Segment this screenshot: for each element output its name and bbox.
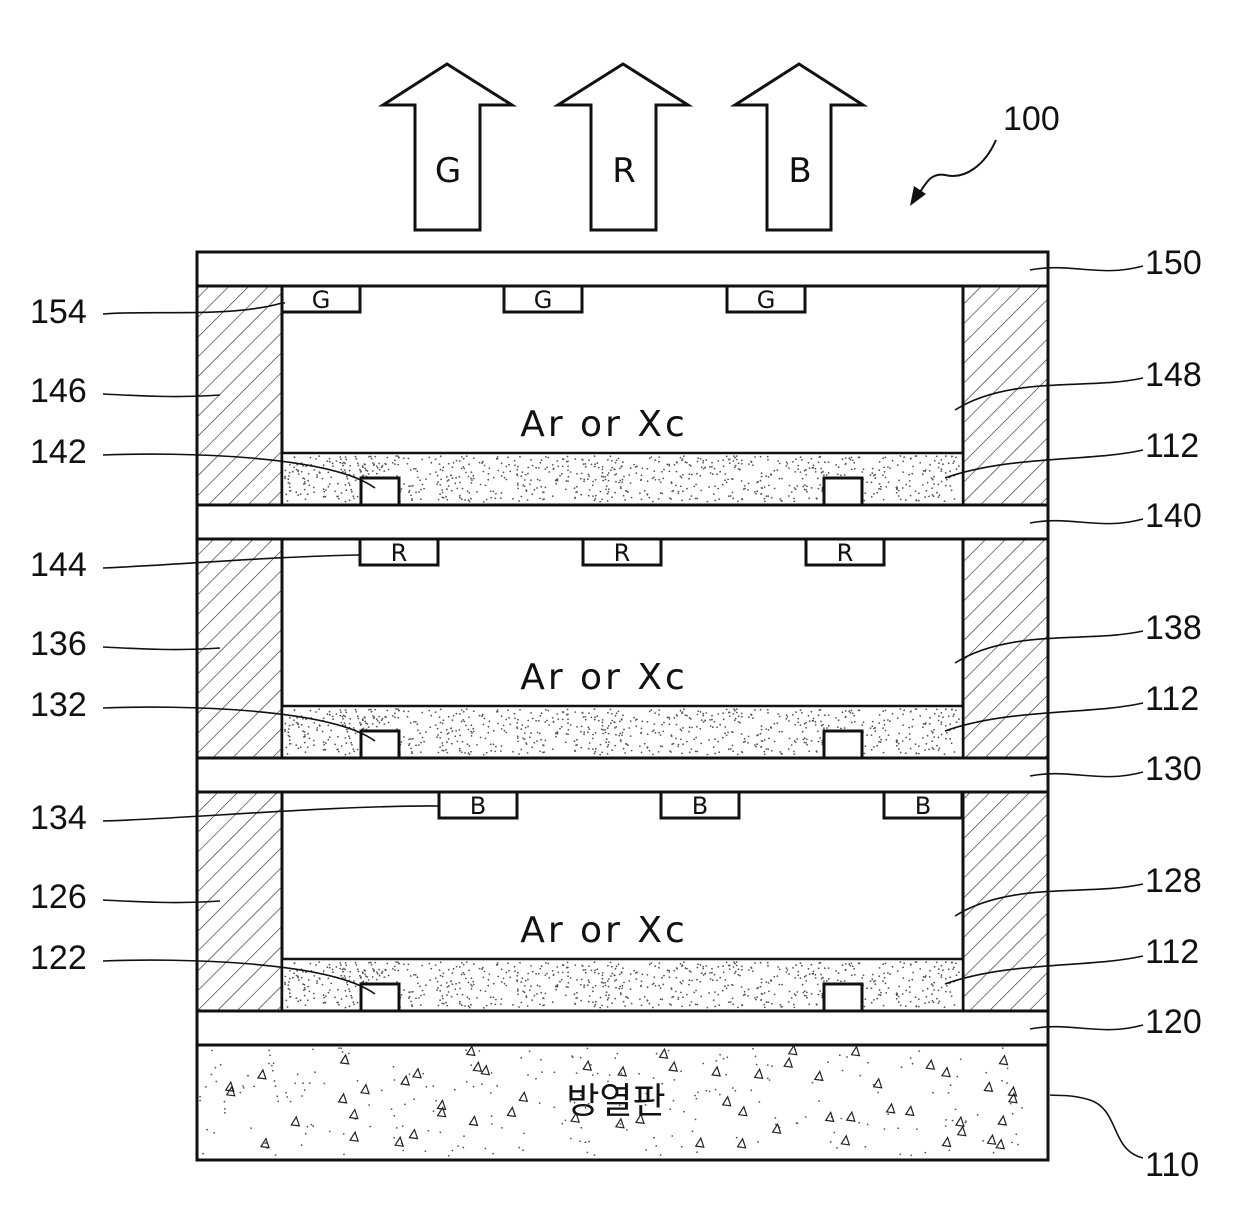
ref-140: 140 bbox=[1145, 497, 1202, 535]
electrode bbox=[824, 984, 862, 1011]
ref-128: 128 bbox=[1145, 862, 1202, 900]
phosphor-chip-label: R bbox=[614, 539, 631, 567]
device-reference: 100 bbox=[910, 100, 1060, 206]
ref-112-mid: 112 bbox=[1145, 680, 1199, 718]
ref-126: 126 bbox=[30, 878, 87, 916]
ref-154: 154 bbox=[30, 293, 87, 331]
phosphor-chip-label: B bbox=[915, 792, 931, 820]
bottom-plate bbox=[197, 1011, 1048, 1045]
upper-plate bbox=[197, 252, 1048, 286]
layer-stack: Ar or Xc G G G Ar or Xc R R R Ar or Xc B B B bbox=[197, 252, 1048, 1045]
upper-plate bbox=[197, 758, 1048, 792]
heat-sink-label: 방열판 bbox=[566, 1081, 665, 1122]
arrow-label-r: R bbox=[612, 151, 636, 191]
electrode bbox=[824, 478, 862, 505]
ref-132: 132 bbox=[30, 686, 87, 724]
phosphor-chip-label: R bbox=[391, 539, 408, 567]
ref-112-top: 112 bbox=[1145, 427, 1199, 465]
arrow-label-b: B bbox=[788, 151, 811, 191]
phosphor-chip-label: R bbox=[837, 539, 854, 567]
ref-146: 146 bbox=[30, 372, 87, 410]
green-emission-arrow: G bbox=[383, 64, 512, 230]
electrode bbox=[824, 731, 862, 758]
ref-150: 150 bbox=[1145, 244, 1202, 282]
phosphor-chip-label: G bbox=[312, 286, 331, 314]
phosphor-chip-label: B bbox=[470, 792, 486, 820]
emission-arrows: G R B bbox=[383, 64, 863, 230]
red-emission-arrow: R bbox=[558, 64, 688, 230]
right-spacer bbox=[963, 286, 1048, 505]
right-spacer bbox=[963, 792, 1048, 1011]
blue-emission-arrow: B bbox=[735, 64, 863, 230]
ref-142: 142 bbox=[30, 433, 87, 471]
phosphor-chip-label: G bbox=[534, 286, 553, 314]
right-spacer bbox=[963, 539, 1048, 758]
ref-144: 144 bbox=[30, 546, 87, 584]
ref-120: 120 bbox=[1145, 1003, 1202, 1041]
phosphor-chip-label: B bbox=[692, 792, 708, 820]
ref-148: 148 bbox=[1145, 356, 1202, 394]
gas-label: Ar or Xc bbox=[520, 910, 688, 951]
ref-134: 134 bbox=[30, 799, 87, 837]
phosphor-chip-label: G bbox=[757, 286, 776, 314]
tier-3: Ar or Xc B B B bbox=[197, 758, 1048, 1011]
arrow-label-g: G bbox=[435, 151, 461, 191]
ref-112-bot: 112 bbox=[1145, 933, 1199, 971]
ref-110: 110 bbox=[1145, 1146, 1199, 1184]
tier-1: Ar or Xc G G G bbox=[197, 252, 1048, 505]
upper-plate bbox=[197, 505, 1048, 539]
gas-label: Ar or Xc bbox=[520, 404, 688, 445]
heat-sink: 방열판 bbox=[197, 1045, 1048, 1160]
ref-136: 136 bbox=[30, 625, 87, 663]
tier-2: Ar or Xc R R R bbox=[197, 505, 1048, 758]
gas-label: Ar or Xc bbox=[520, 657, 688, 698]
ref-130: 130 bbox=[1145, 750, 1202, 788]
ref-100: 100 bbox=[1003, 100, 1060, 138]
ref-122: 122 bbox=[30, 939, 87, 977]
ref-138: 138 bbox=[1145, 609, 1202, 647]
